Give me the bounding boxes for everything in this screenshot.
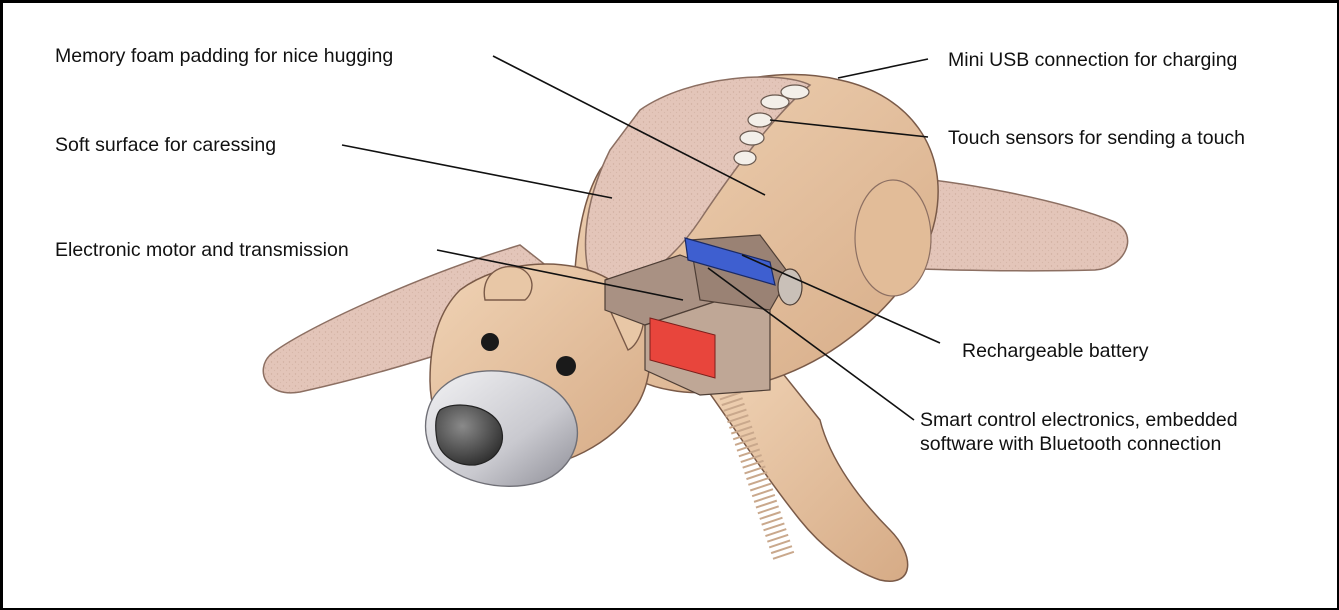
eye-left [481, 333, 499, 351]
shoulder [855, 180, 931, 296]
label-control-line-2: software with Bluetooth connection [920, 432, 1238, 456]
label-touch-sensors: Touch sensors for sending a touch [948, 126, 1245, 150]
eye-right [556, 356, 576, 376]
label-soft-surface: Soft surface for caressing [55, 133, 276, 157]
label-control-line-1: Smart control electronics, embedded [920, 408, 1238, 432]
label-control-electronics: Smart control electronics, embedded soft… [920, 408, 1238, 456]
label-usb-connection: Mini USB connection for charging [948, 48, 1237, 72]
label-memory-foam: Memory foam padding for nice hugging [55, 44, 393, 68]
label-motor-transmission: Electronic motor and transmission [55, 238, 349, 262]
label-battery: Rechargeable battery [962, 339, 1148, 363]
